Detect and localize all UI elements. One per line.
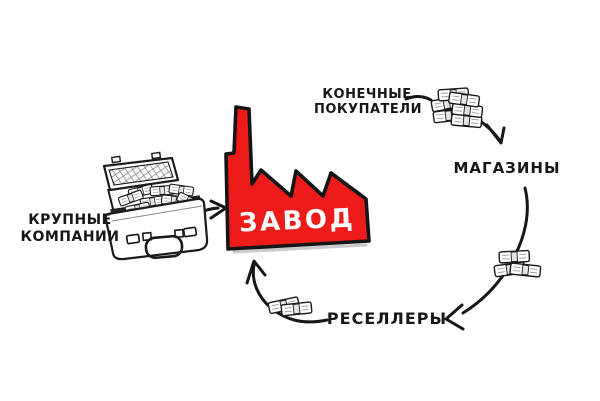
label-large-companies-line1: КРУПНЫЕ — [28, 212, 112, 228]
money-stack-icon — [493, 249, 542, 278]
factory-icon — [224, 105, 371, 251]
label-end-buyers-line1: КОНЕЧНЫЕ — [322, 87, 412, 102]
money-bundle-icon — [280, 301, 313, 317]
label-end-buyers: КОНЕЧНЫЕ ПОКУПАТЕЛИ — [314, 87, 422, 118]
money-stack-icon — [430, 87, 484, 129]
label-large-companies-line2: КОМПАНИИ — [20, 228, 120, 245]
money-stack-icon — [267, 296, 313, 317]
label-end-buyers-line2: ПОКУПАТЕЛИ — [314, 102, 422, 118]
money-bundle-icon — [498, 249, 531, 264]
label-factory: ЗАВОД — [238, 203, 356, 239]
factory-shadow — [232, 243, 368, 254]
label-stores: МАГАЗИНЫ — [453, 159, 561, 177]
label-large-companies: КРУПНЫЕ КОМПАНИИ — [12, 212, 128, 245]
money-briefcase-icon — [102, 151, 209, 261]
money-bundle-icon — [509, 262, 542, 278]
label-resellers: РЕСЕЛЛЕРЫ — [326, 309, 448, 328]
